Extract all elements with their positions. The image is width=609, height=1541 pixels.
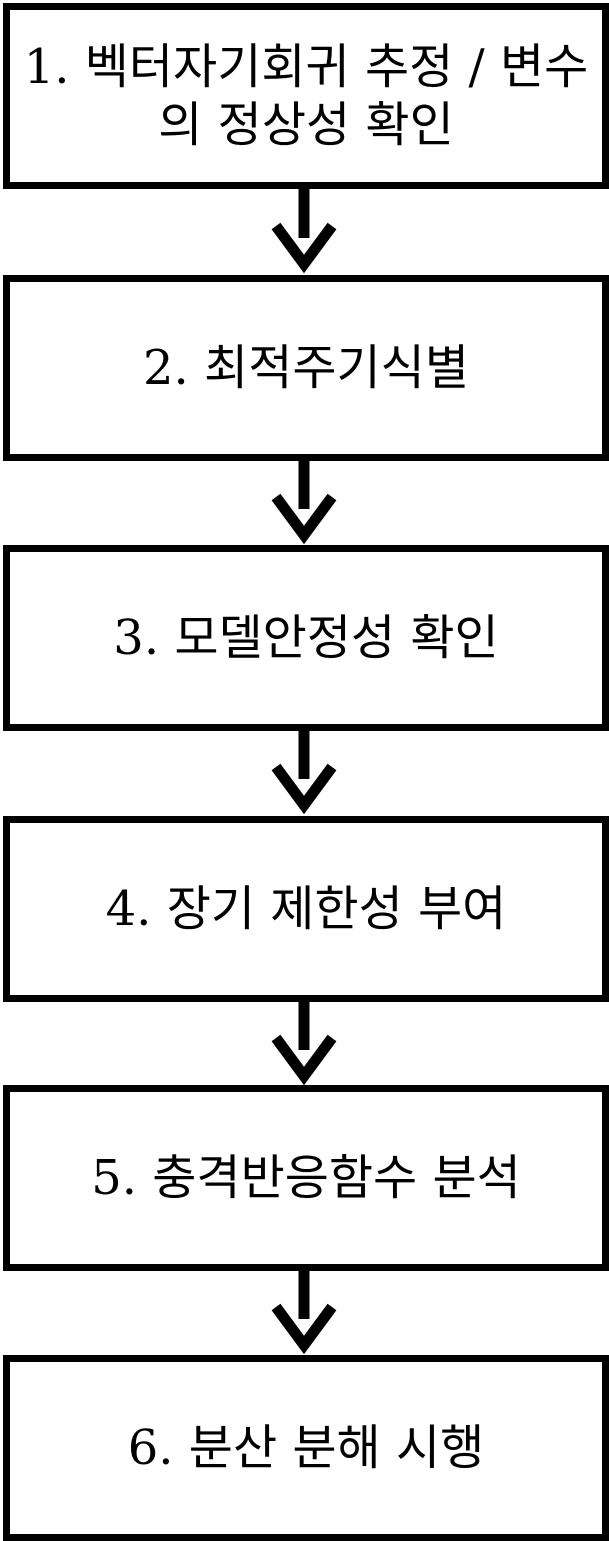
arrow-down-icon <box>271 457 337 545</box>
arrow-down-icon <box>271 727 337 815</box>
step-3-box: 3. 모델안정성 확인 <box>3 545 609 731</box>
step-5-box: 5. 충격반응함수 분석 <box>3 1085 609 1271</box>
arrow-down-icon <box>271 998 337 1086</box>
step-6-label: 6. 분산 분해 시행 <box>127 1420 485 1476</box>
arrow-down-icon <box>271 186 337 274</box>
step-3-label: 3. 모델안정성 확인 <box>113 610 499 666</box>
step-4-box: 4. 장기 제한성 부여 <box>3 816 609 1002</box>
step-6-box: 6. 분산 분해 시행 <box>3 1355 609 1541</box>
step-1-box: 1. 벡터자기회귀 추정 / 변수 의 정상성 확인 <box>3 3 609 189</box>
step-4-label: 4. 장기 제한성 부여 <box>105 881 507 937</box>
step-5-label: 5. 충격반응함수 분석 <box>91 1150 521 1206</box>
step-2-label: 2. 최적주기식별 <box>142 340 469 396</box>
step-1-label: 1. 벡터자기회귀 추정 / 변수 의 정상성 확인 <box>23 39 589 153</box>
arrow-down-icon <box>271 1267 337 1355</box>
step-2-box: 2. 최적주기식별 <box>3 275 609 461</box>
